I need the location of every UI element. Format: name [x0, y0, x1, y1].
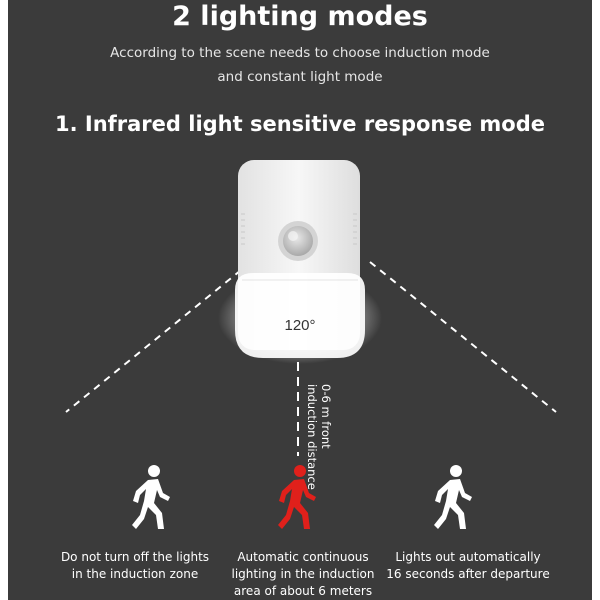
caption-center-line-3: area of about 6 meters — [233, 584, 373, 598]
detection-beams — [65, 261, 557, 456]
beam-right — [369, 261, 557, 413]
caption-right-line-1: Lights out automatically — [395, 550, 541, 564]
caption-right-line-2: 16 seconds after departure — [386, 567, 550, 581]
caption-left-line-2: in the induction zone — [71, 567, 199, 581]
walking-person-center — [278, 465, 316, 529]
caption-left-line-1: Do not turn off the lights — [60, 550, 210, 564]
caption-center: Automatic continuous lighting in the ind… — [218, 549, 388, 600]
mode-heading: 1. Infrared light sensitive response mod… — [54, 112, 545, 136]
walking-person-icon — [132, 465, 170, 529]
caption-left: Do not turn off the lights in the induct… — [50, 549, 220, 583]
caption-center-line-2: lighting in the induction — [231, 567, 375, 581]
distance-label-line-2: induction distance — [305, 384, 319, 490]
distance-label-line-1: 0-6 m front — [319, 384, 333, 449]
angle-label: 120° — [284, 317, 315, 334]
subtitle-line-1: According to the scene needs to choose i… — [110, 45, 490, 61]
subtitle-line-2: and constant light mode — [217, 69, 383, 85]
caption-right: Lights out automatically 16 seconds afte… — [380, 549, 556, 583]
beam-left — [65, 261, 252, 413]
pir-sensor-icon — [278, 221, 318, 261]
walking-person-icon — [278, 465, 316, 529]
infographic-panel: 2 lighting modes According to the scene … — [8, 0, 592, 600]
walking-person-icon — [434, 465, 472, 529]
walking-person-right — [434, 465, 472, 529]
sensor-scene: 120° — [65, 160, 557, 529]
distance-label: 0-6 m front induction distance — [305, 384, 333, 490]
caption-center-line-1: Automatic continuous — [237, 550, 369, 564]
walking-person-left — [132, 465, 170, 529]
page-title: 2 lighting modes — [172, 1, 428, 32]
